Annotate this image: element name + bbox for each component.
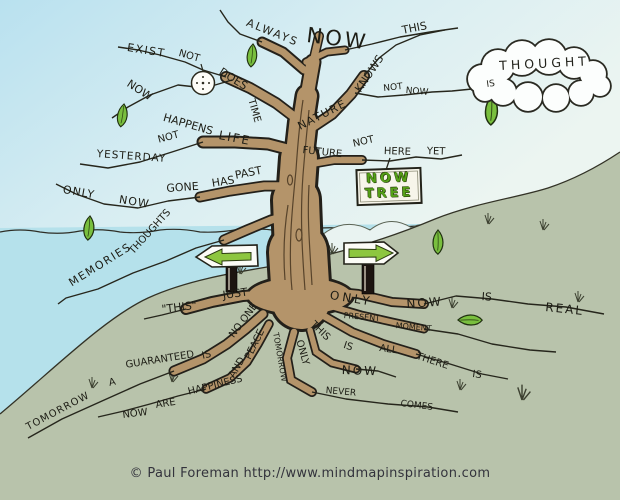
word-is-5: IS	[200, 348, 213, 362]
word-is-4: IS	[471, 369, 483, 382]
word-is-1: IS	[485, 78, 496, 90]
right-arrow-icon	[348, 244, 395, 263]
now-tree-sign	[355, 157, 423, 207]
sign-line-tree: TREE	[364, 185, 414, 202]
left-arrow-sign	[194, 244, 259, 293]
word-just: JUST	[221, 285, 249, 302]
word-now-4: NOW	[405, 294, 444, 311]
word-gone: GONE	[165, 179, 200, 195]
bark-grain	[283, 99, 313, 291]
word-here: HERE	[383, 146, 412, 158]
copyright-text: © Paul Foreman http://www.mindmapinspira…	[129, 466, 491, 481]
word-has: HAS	[210, 173, 236, 190]
word-now-5: NOW	[341, 363, 379, 379]
thought-cloud	[466, 38, 612, 113]
word-now-3: NOW	[405, 86, 429, 98]
clock-ornament	[190, 63, 216, 96]
now-tree-sign-text: NOW TREE	[356, 170, 421, 202]
left-arrow-icon	[203, 248, 252, 266]
word-real: REAL	[544, 300, 585, 318]
right-arrow-sign	[343, 241, 400, 295]
tree-fills	[170, 32, 428, 396]
word-yet: YET	[426, 146, 446, 158]
word-is-2: IS	[481, 290, 493, 304]
